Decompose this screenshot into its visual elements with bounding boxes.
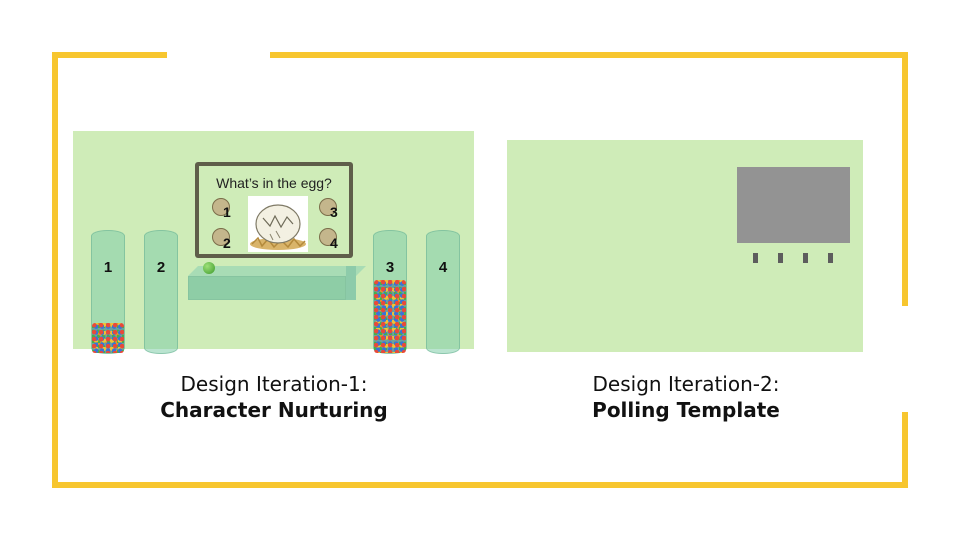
iteration2-caption-title: Design Iteration-2:: [592, 372, 780, 396]
frame-right-top: [902, 52, 908, 306]
question-board-face: What’s in the egg? 1 2 3 4: [199, 166, 349, 254]
option-4-number: 4: [330, 235, 338, 251]
tube-3-label: 3: [385, 259, 395, 276]
option-2-number: 2: [223, 235, 231, 251]
iteration1-caption: Design Iteration-1: Character Nurturing: [124, 372, 424, 422]
poll-button-2: [778, 253, 783, 263]
option-3-number: 3: [330, 204, 338, 220]
cracked-egg-icon: [250, 204, 306, 250]
option-2-circle: [212, 228, 230, 246]
option-1-circle: [212, 198, 230, 216]
iteration2-caption-name: Polling Template: [592, 398, 780, 422]
frame-top-left: [52, 52, 167, 58]
tube-2: [144, 230, 178, 354]
iteration1-caption-title: Design Iteration-1:: [180, 372, 368, 396]
option-3-circle: [319, 198, 337, 216]
poll-button-3: [803, 253, 808, 263]
green-ball: [203, 262, 215, 274]
tube-1-beads: [92, 323, 124, 353]
question-board: What’s in the egg? 1 2 3 4: [195, 162, 353, 258]
tube-2-label: 2: [156, 259, 166, 276]
iteration2-caption: Design Iteration-2: Polling Template: [536, 372, 836, 422]
poll-screen: [737, 167, 850, 243]
option-4-circle: [319, 228, 337, 246]
tube-1-label: 1: [103, 259, 113, 276]
tube-4-label: 4: [438, 259, 448, 276]
frame-right-bottom: [902, 412, 908, 488]
tube-4: [426, 230, 460, 354]
question-text: What’s in the egg?: [216, 175, 332, 191]
iteration1-caption-name: Character Nurturing: [160, 398, 388, 422]
frame-top-right: [270, 52, 908, 58]
cracked-egg-image: [248, 196, 308, 252]
poll-button-4: [828, 253, 833, 263]
shelf: [188, 276, 346, 300]
frame-left: [52, 52, 58, 488]
option-1-number: 1: [223, 204, 231, 220]
shelf-side: [346, 266, 356, 300]
tube-3-beads: [374, 280, 406, 353]
frame-bottom: [52, 482, 908, 488]
poll-button-1: [753, 253, 758, 263]
